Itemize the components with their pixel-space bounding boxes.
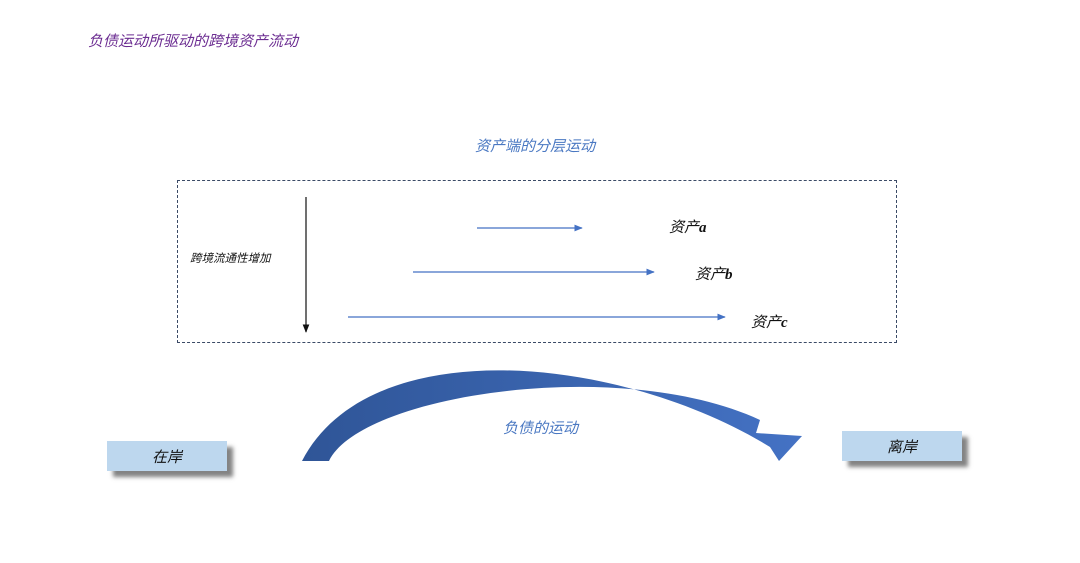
offshore-label: 离岸 bbox=[886, 437, 917, 456]
asset-b-prefix: 资产 bbox=[695, 265, 726, 283]
asset-a-prefix: 资产 bbox=[669, 218, 700, 236]
liquidity-axis-label: 跨境流通性增加 bbox=[190, 251, 271, 265]
onshore-box: 在岸 bbox=[107, 441, 227, 471]
liability-curved-arrow bbox=[302, 370, 802, 461]
asset-c-label: 资产c bbox=[751, 311, 788, 332]
offshore-box: 离岸 bbox=[842, 431, 962, 461]
asset-a-label: 资产a bbox=[669, 216, 707, 237]
onshore-label: 在岸 bbox=[151, 447, 182, 466]
assets-box bbox=[177, 180, 897, 343]
asset-c-suffix: c bbox=[781, 315, 788, 331]
asset-b-suffix: b bbox=[725, 267, 733, 283]
asset-a-suffix: a bbox=[699, 220, 707, 236]
asset-c-prefix: 资产 bbox=[751, 313, 782, 331]
liability-movement-label: 负债的运动 bbox=[503, 419, 579, 437]
assets-section-title: 资产端的分层运动 bbox=[475, 137, 596, 155]
slide-title: 负债运动所驱动的跨境资产流动 bbox=[88, 32, 299, 50]
asset-b-label: 资产b bbox=[695, 263, 733, 284]
